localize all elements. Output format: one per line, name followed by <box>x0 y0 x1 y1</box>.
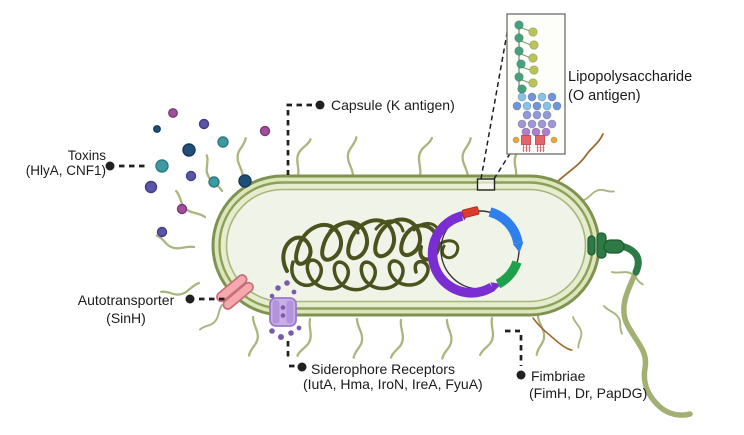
toxins-label-line2: (HlyA, CNF1) <box>25 162 106 178</box>
connector-siderophore <box>286 341 295 368</box>
siderophore-receptor-channel <box>269 280 302 340</box>
nucleoid-dna <box>281 217 460 292</box>
bullet-autotransporter <box>185 294 195 304</box>
lps-molecule <box>512 20 562 152</box>
lps-label-line2: (O antigen) <box>568 87 641 104</box>
connector-fimbriae <box>505 329 523 366</box>
bullet-capsule <box>315 100 325 110</box>
bullet-toxins <box>105 161 115 171</box>
autotransporter-label: Autotransporter (SinH) <box>66 292 186 327</box>
lps-label-line1: Lipopolysaccharide <box>568 69 693 85</box>
siderophore-label-line2: (IutA, Hma, IroN, IreA, FyuA) <box>303 376 483 392</box>
siderophore-molecules <box>269 280 302 340</box>
capsule-label: Capsule (K antigen) <box>331 97 455 113</box>
connector-capsule <box>283 103 312 175</box>
brown-fimbria-top <box>556 133 604 183</box>
lipopolysaccharide-label: Lipopolysaccharide (O antigen) <box>568 68 692 105</box>
lps-zoom-callout <box>476 21 512 191</box>
fimbriae-label-line2: (FimH, Dr, PapDG) <box>529 385 648 401</box>
fimbriae-hairs <box>154 133 646 360</box>
brown-fimbria-bottom <box>532 317 573 351</box>
autotransporter-label-line2: (SinH) <box>106 309 146 326</box>
lps-inset-box <box>506 13 566 155</box>
flagellar-motor <box>587 232 625 259</box>
toxins-label-line1: Toxins <box>67 148 106 163</box>
autotransporter-label-line1: Autotransporter <box>77 292 175 308</box>
autotransporter-channel <box>216 274 254 310</box>
toxins-label: Toxins (HlyA, CNF1) <box>4 148 106 178</box>
plasmid <box>427 206 524 298</box>
bullet-fimbriae <box>516 370 526 380</box>
siderophore-label-line1: Siderophore Receptors <box>311 361 455 377</box>
bullet-siderophore <box>297 362 307 372</box>
label-bullets <box>105 100 526 380</box>
fimbriae-label-line1: Fimbriae <box>531 368 586 384</box>
zoom-source-rect <box>476 178 496 191</box>
label-connectors <box>119 103 523 368</box>
toxin-particles <box>144 108 271 238</box>
